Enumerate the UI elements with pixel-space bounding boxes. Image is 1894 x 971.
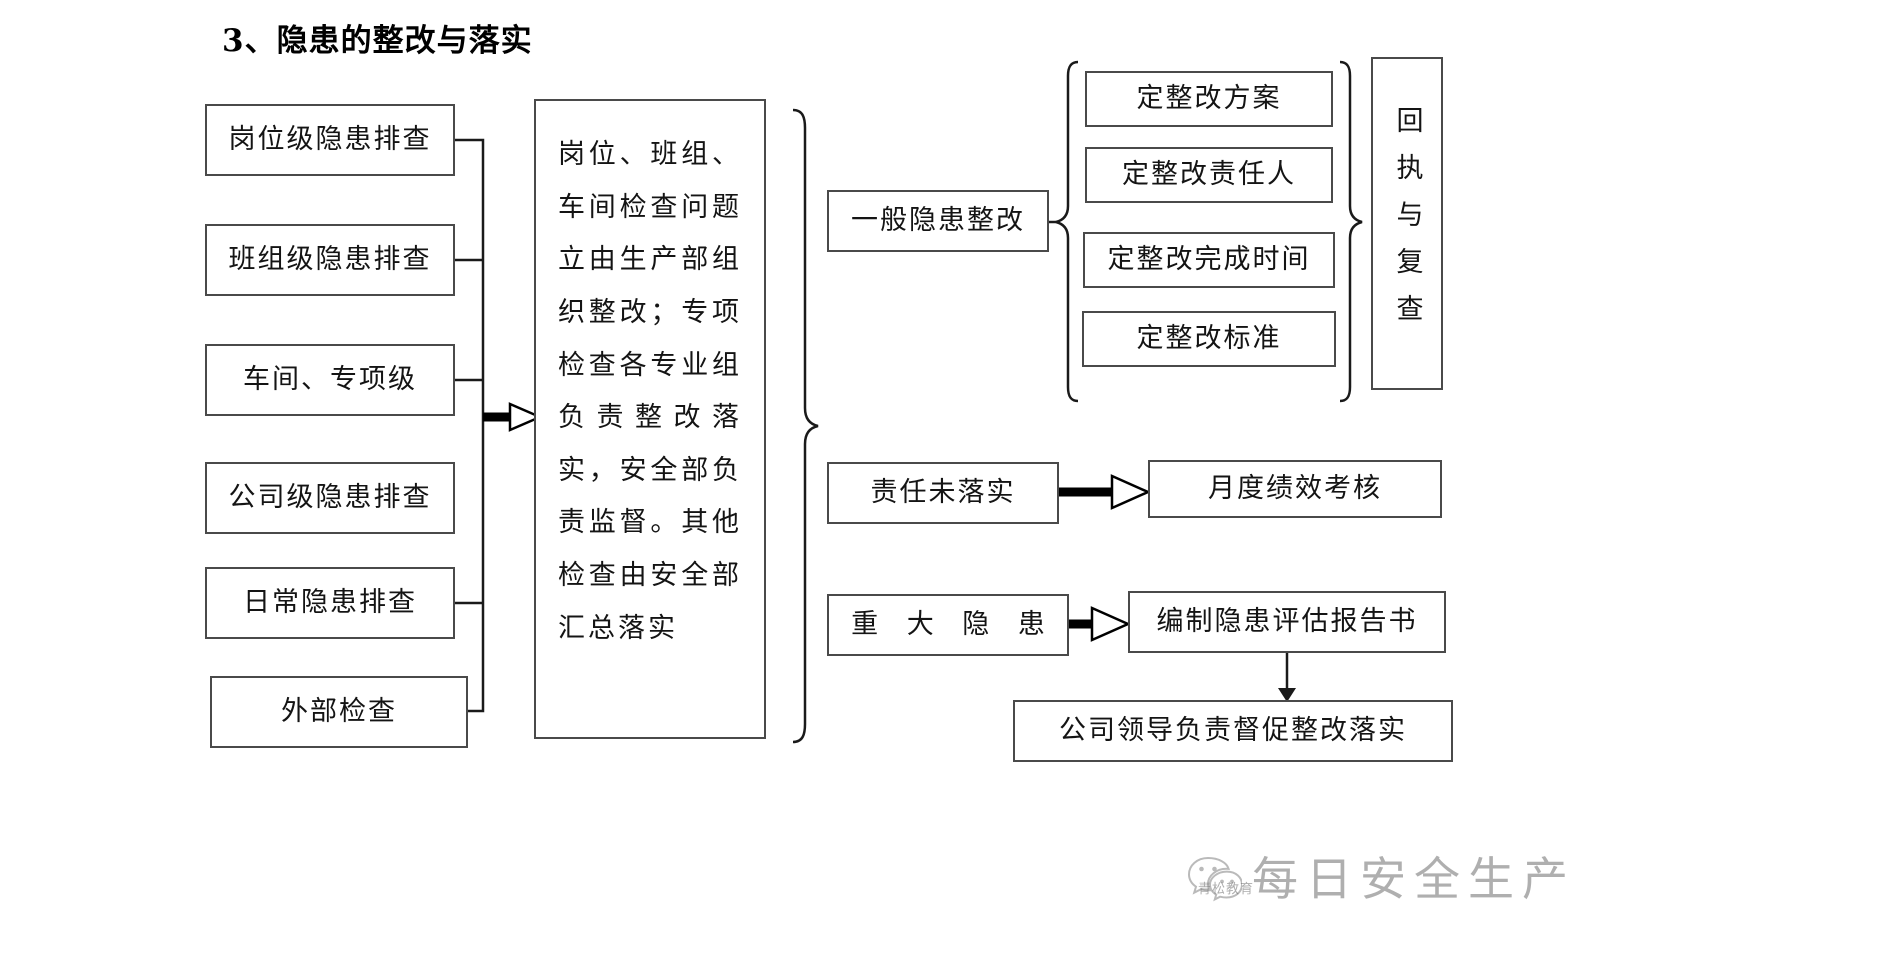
box-label: 定整改标准 bbox=[1136, 323, 1282, 355]
responsibility-unfulfilled-box[interactable]: 责任未落实 bbox=[827, 462, 1059, 524]
hazard-box-workshop-special-level[interactable]: 车间、专项级 bbox=[205, 344, 455, 416]
leader-supervision-box[interactable]: 公司领导负责督促整改落实 bbox=[1013, 700, 1453, 762]
box-label: 定整改方案 bbox=[1136, 83, 1282, 115]
receipt-and-review-label: 回执与复查 bbox=[1391, 106, 1423, 341]
box-label: 定整改责任人 bbox=[1122, 159, 1296, 191]
box-label: 车间、专项级 bbox=[243, 364, 417, 396]
receipt-and-review-box[interactable]: 回执与复查 bbox=[1371, 57, 1443, 390]
box-label: 定整改完成时间 bbox=[1107, 244, 1311, 276]
box-label: 公司级隐患排查 bbox=[228, 482, 432, 514]
box-label: 月度绩效考核 bbox=[1208, 473, 1382, 505]
measure-box-completion-time[interactable]: 定整改完成时间 bbox=[1083, 232, 1335, 288]
major-hazard-box[interactable]: 重 大 隐 患 bbox=[827, 594, 1069, 656]
hazard-box-position-level[interactable]: 岗位级隐患排查 bbox=[205, 104, 455, 176]
central-process-text: 岗位、班组、车间检查问题立由生产部组织整改；专项检查各专业组负责整改落实，安全部… bbox=[558, 139, 742, 644]
hazard-assessment-report-box[interactable]: 编制隐患评估报告书 bbox=[1128, 591, 1446, 653]
hazard-box-team-level[interactable]: 班组级隐患排查 bbox=[205, 224, 455, 296]
box-label: 外部检查 bbox=[281, 696, 397, 728]
hazard-box-external-inspection[interactable]: 外部检查 bbox=[210, 676, 468, 748]
watermark-subtext: 青松教育 bbox=[1198, 882, 1255, 897]
box-label: 一般隐患整改 bbox=[851, 205, 1025, 237]
hazard-box-company-level[interactable]: 公司级隐患排查 bbox=[205, 462, 455, 534]
watermark: 每日安全生产 bbox=[1186, 843, 1576, 909]
page-title: 3、隐患的整改与落实 bbox=[222, 23, 533, 59]
watermark-text: 每日安全生产 bbox=[1252, 852, 1576, 906]
box-label: 岗位级隐患排查 bbox=[228, 124, 432, 156]
measure-box-standard[interactable]: 定整改标准 bbox=[1082, 311, 1336, 367]
monthly-performance-review-box[interactable]: 月度绩效考核 bbox=[1148, 460, 1442, 518]
box-label: 重 大 隐 患 bbox=[851, 609, 1055, 641]
measure-box-plan[interactable]: 定整改方案 bbox=[1085, 71, 1333, 127]
hazard-box-daily[interactable]: 日常隐患排查 bbox=[205, 567, 455, 639]
box-label: 责任未落实 bbox=[870, 477, 1016, 509]
box-label: 班组级隐患排查 bbox=[228, 244, 432, 276]
general-hazard-rectification-box[interactable]: 一般隐患整改 bbox=[827, 190, 1049, 252]
central-process-box[interactable]: 岗位、班组、车间检查问题立由生产部组织整改；专项检查各专业组负责整改落实，安全部… bbox=[534, 99, 766, 739]
box-label: 编制隐患评估报告书 bbox=[1156, 606, 1418, 638]
measure-box-responsible-person[interactable]: 定整改责任人 bbox=[1085, 147, 1333, 203]
box-label: 公司领导负责督促整改落实 bbox=[1059, 715, 1407, 747]
box-label: 日常隐患排查 bbox=[243, 587, 417, 619]
